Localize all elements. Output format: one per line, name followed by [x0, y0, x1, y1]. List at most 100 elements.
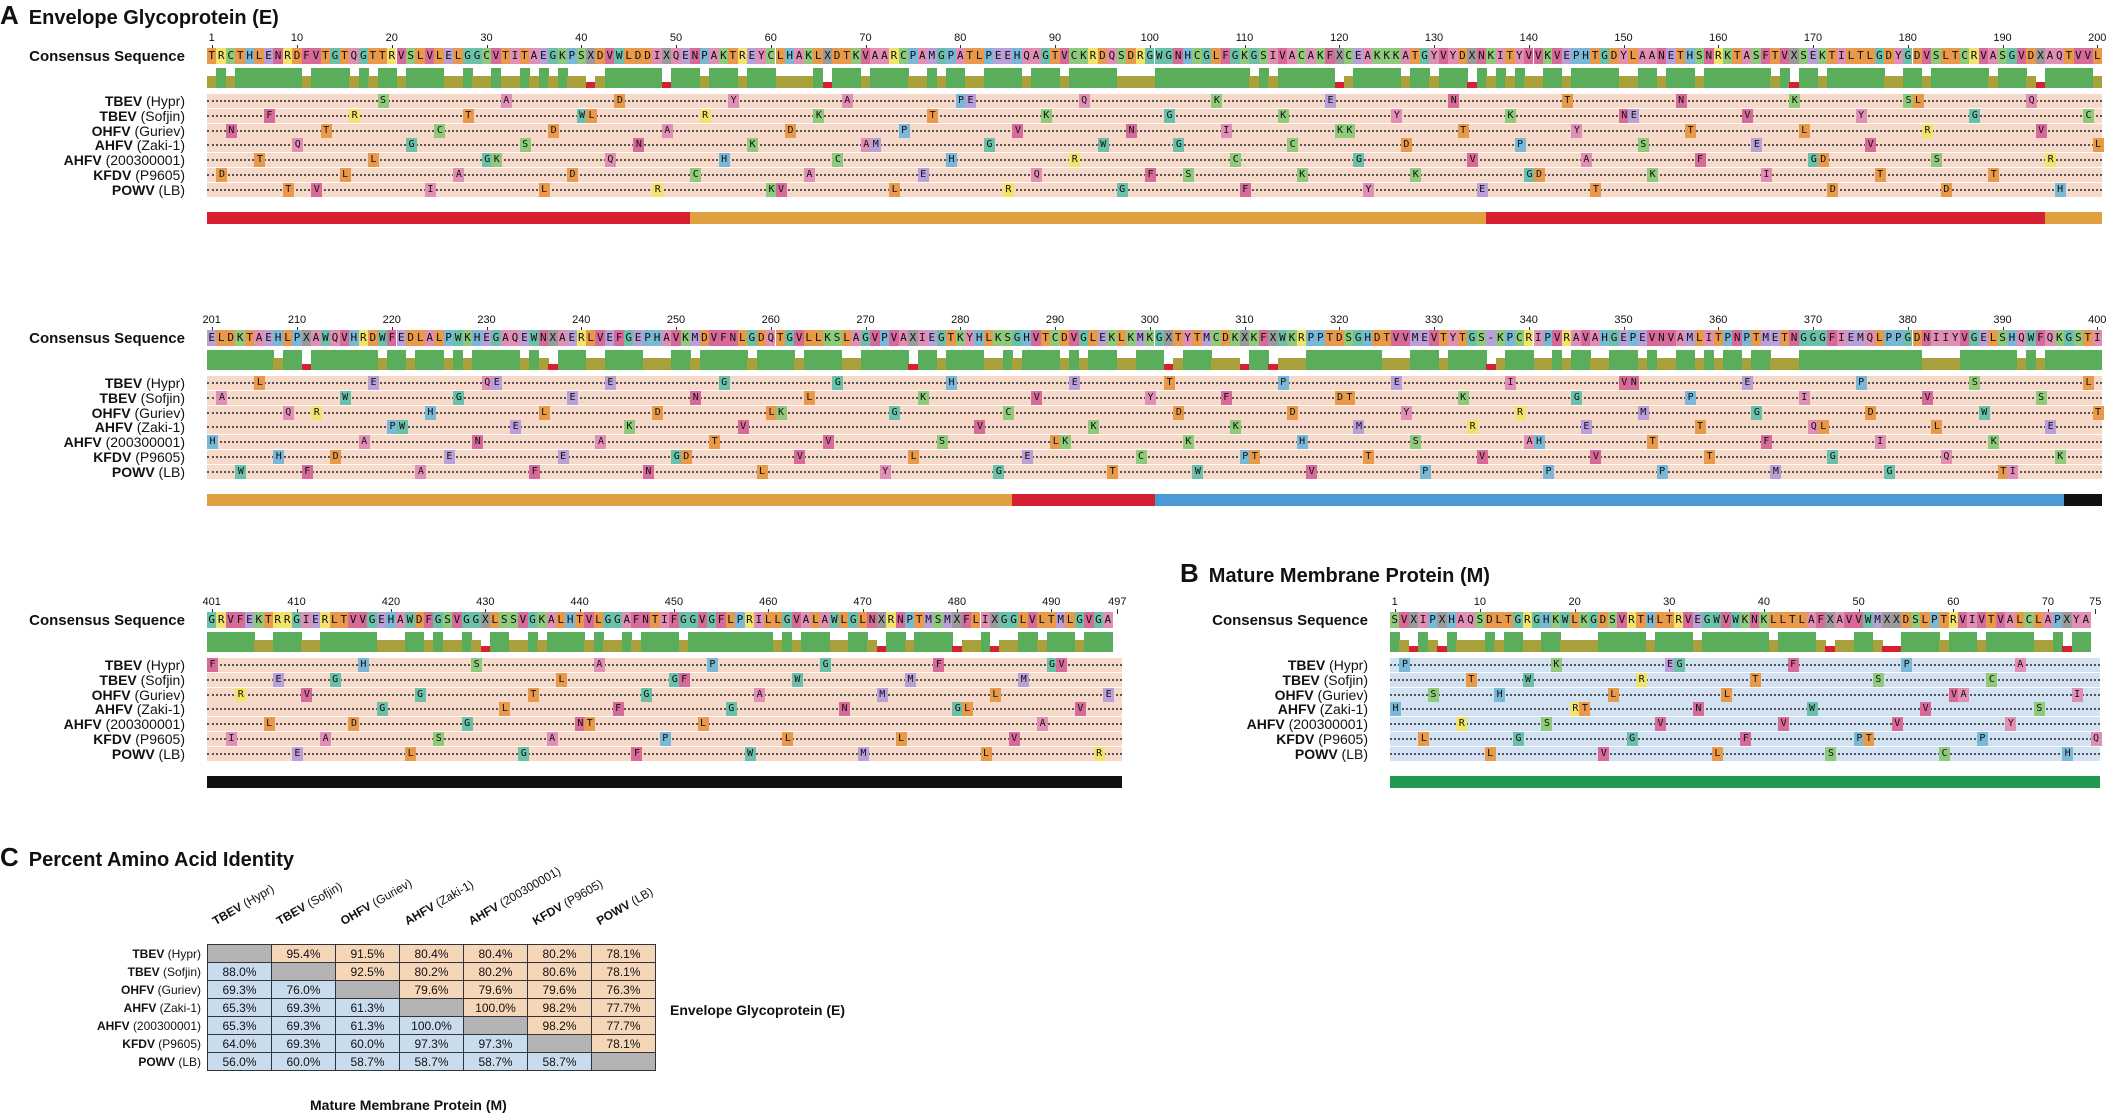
substitution-residue: K — [775, 405, 787, 420]
consensus-residue: L — [415, 48, 425, 64]
substitution-residue: P — [1685, 390, 1697, 405]
conservation-segment — [2016, 68, 2027, 88]
consensus-residue: G — [612, 612, 623, 628]
substitution-residue: G — [1116, 182, 1128, 197]
conservation-segment — [1552, 68, 1563, 88]
substitution-residue: V — [1008, 732, 1020, 746]
consensus-residue: G — [471, 612, 481, 628]
ruler-tick-mark — [297, 45, 298, 50]
consensus-residue: W — [529, 330, 539, 346]
conservation-segment — [1950, 358, 1961, 370]
conservation-segment — [1012, 358, 1023, 370]
identity-diagonal-cell — [207, 944, 272, 963]
conservation-segment — [1967, 632, 1978, 652]
substitution-residue: E — [1325, 94, 1337, 108]
conservation-segment — [699, 76, 710, 88]
conservation-segment — [1787, 632, 1798, 652]
conservation-segment — [1609, 68, 1620, 88]
ruler-tick-label: 200 — [2088, 32, 2106, 44]
identity-cell: 98.2% — [527, 998, 592, 1017]
conservation-segment — [737, 350, 748, 370]
consensus-residue: T — [1675, 48, 1686, 64]
identity-row-label: AHFV (Zaki-1) — [75, 998, 208, 1017]
consensus-residue: A — [1362, 48, 1373, 64]
conservation-segment — [1541, 632, 1552, 652]
consensus-residue: N — [273, 48, 283, 64]
conservation-segment — [387, 68, 397, 88]
identical-residue-dots — [207, 723, 1122, 726]
ruler-tick-mark — [1813, 45, 1814, 50]
ruler-tick-mark — [390, 609, 392, 614]
consensus-residue: G — [784, 330, 795, 346]
consensus-residue: C — [1069, 48, 1079, 64]
consensus-residue: X — [480, 612, 490, 628]
conservation-segment — [1779, 68, 1790, 88]
substitution-residue: D — [784, 123, 796, 138]
consensus-residue: G — [291, 612, 302, 628]
substitution-residue: C — [1986, 672, 1998, 687]
identical-residue-dots — [207, 693, 1122, 696]
substitution-residue: A — [546, 732, 558, 746]
consensus-residue: S — [1476, 330, 1487, 346]
consensus-residue: X — [548, 330, 558, 346]
conservation-segment — [1258, 68, 1269, 88]
substitution-residue: Q — [604, 153, 616, 168]
conservation-segment — [775, 76, 786, 88]
consensus-residue: K — [1078, 48, 1089, 64]
conservation-segment — [747, 358, 758, 370]
conservation-segment — [434, 350, 445, 370]
ruler-tick-label: 75 — [2089, 596, 2102, 608]
conservation-segment — [1513, 632, 1524, 652]
identity-cell: 91.5% — [335, 944, 400, 963]
consensus-residue: L — [282, 330, 293, 346]
consensus-residue: K — [1381, 48, 1392, 64]
conservation-segment — [1903, 68, 1913, 88]
consensus-residue: G — [367, 612, 377, 628]
sequence-label: AHFV (200300001) — [1246, 716, 1368, 733]
consensus-residue: P — [1628, 330, 1638, 346]
substitution-residue: G — [1884, 464, 1896, 479]
substitution-residue: L — [803, 390, 815, 405]
consensus-residue: A — [801, 612, 811, 628]
consensus-residue: G — [936, 330, 947, 346]
conservation-segment — [339, 350, 350, 370]
consensus-residue: P — [908, 48, 918, 64]
consensus-residue: F — [1827, 330, 1837, 346]
ruler-tick-mark — [956, 609, 958, 614]
conservation-segment — [604, 350, 615, 370]
domain-segment — [207, 776, 1122, 788]
conservation-segment — [310, 640, 321, 652]
conservation-segment — [642, 358, 653, 370]
identity-cell: 69.3% — [271, 998, 336, 1017]
ruler-tick-label: 250 — [666, 314, 686, 326]
conservation-segment — [1628, 76, 1639, 88]
consensus-residue: S — [508, 612, 519, 628]
conservation-segment — [1050, 68, 1061, 88]
ruler-tick-label: 480 — [947, 596, 967, 608]
conservation-segment — [1505, 76, 1516, 88]
ruler-tick-mark — [768, 609, 770, 614]
substitution-residue: T — [2092, 405, 2104, 420]
consensus-residue: L — [623, 48, 634, 64]
consensus-residue: V — [452, 612, 462, 628]
consensus-residue: H — [1362, 330, 1373, 346]
substitution-residue: P — [1419, 464, 1431, 479]
consensus-residue: H — [1182, 48, 1193, 64]
ruler-tick-label: 160 — [1709, 32, 1728, 44]
conservation-segment — [1912, 350, 1923, 370]
conservation-segment — [614, 350, 625, 370]
sequence-label: AHFV (Zaki-1) — [94, 137, 185, 154]
substitution-residue: G — [1046, 658, 1058, 672]
conservation-segment — [538, 358, 549, 370]
substitution-residue: Q — [1808, 420, 1820, 435]
consensus-residue: P — [1741, 330, 1752, 346]
substitution-residue: W — [235, 464, 247, 479]
consensus-residue: V — [2016, 48, 2027, 64]
identity-diagonal-cell — [527, 1034, 592, 1053]
substitution-residue: F — [1220, 390, 1232, 405]
substitution-residue: L — [782, 732, 794, 746]
